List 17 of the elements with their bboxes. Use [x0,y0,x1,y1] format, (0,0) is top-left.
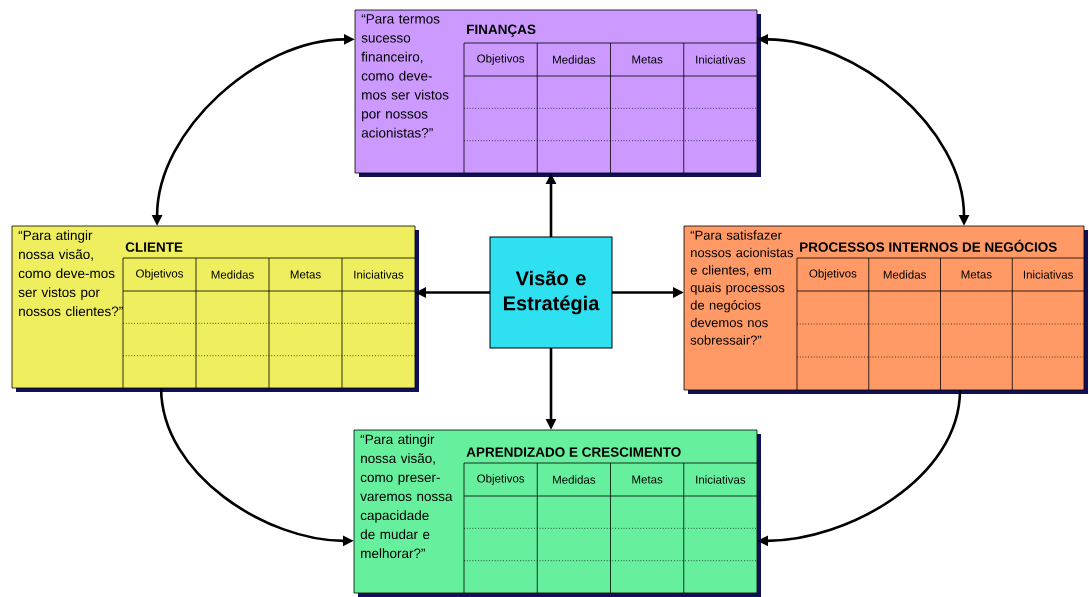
column-header: Iniciativas [696,475,746,484]
column-header: Iniciativas [354,270,404,279]
column-header: Iniciativas [1023,270,1073,279]
column-header: Objetivos [809,269,857,280]
column-header: Metas [632,55,663,64]
column-header: Metas [632,475,663,484]
column-header: Iniciativas [696,55,746,64]
column-header: Objetivos [136,269,184,280]
column-header: Medidas [553,55,596,64]
column-header: Objetivos [477,54,525,65]
column-header: Medidas [553,475,596,484]
vision-box: Visão e Estratégia [489,236,613,349]
column-header: Objetivos [477,474,525,485]
column-header: Metas [961,270,992,279]
column-header: Metas [290,270,321,279]
column-header: Medidas [211,270,254,279]
column-header: Medidas [883,270,926,279]
